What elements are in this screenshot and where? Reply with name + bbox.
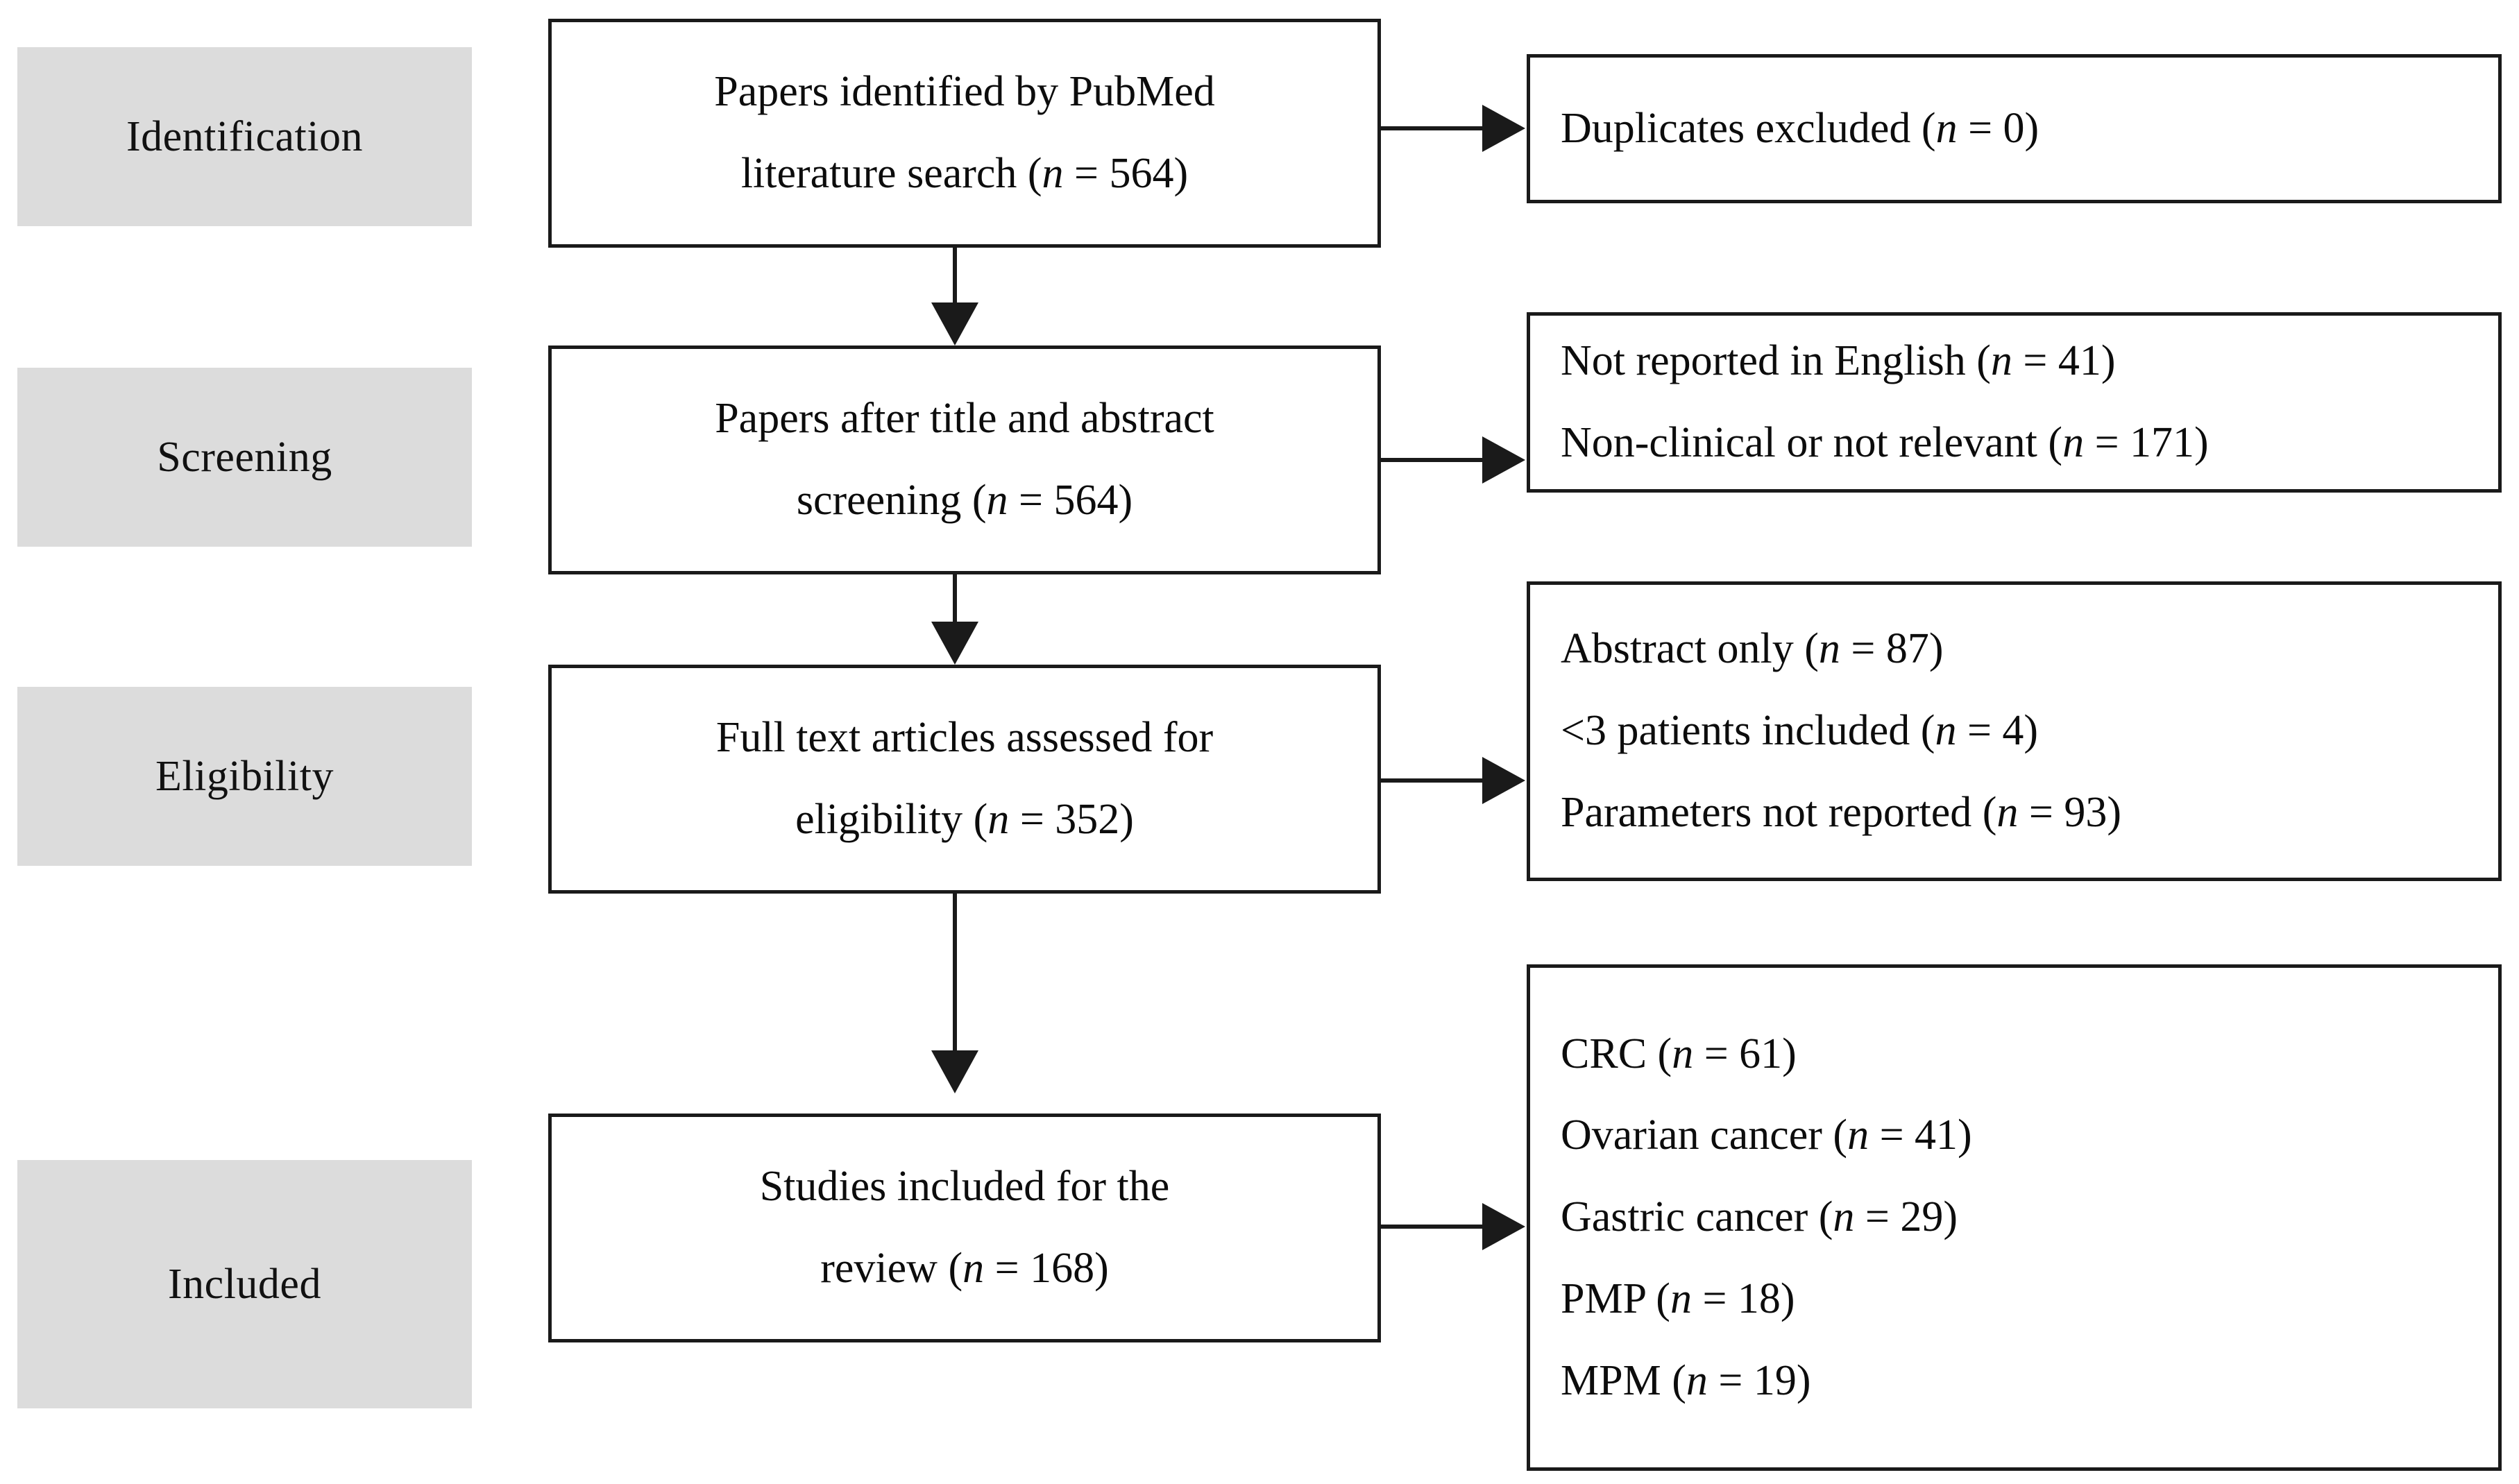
flow-box-line: screening (n = 564): [796, 477, 1133, 524]
flow-box-duplicates-excluded: Duplicates excluded (n = 0): [1527, 54, 2502, 203]
breakdown-line: PMP (n = 18): [1561, 1274, 1795, 1322]
exclusion-line: Not reported in English (n = 41): [1561, 337, 2116, 385]
flow-box-eligibility-exclusions: Abstract only (n = 87) <3 patients inclu…: [1527, 581, 2502, 881]
stage-label-text: Eligibility: [155, 752, 334, 800]
flow-box-line: review (n = 168): [820, 1245, 1109, 1292]
exclusion-line: Abstract only (n = 87): [1561, 625, 1944, 673]
n-symbol: n: [1996, 788, 2019, 836]
flow-box-line: Studies included for the: [759, 1163, 1170, 1211]
stage-label-eligibility: Eligibility: [17, 687, 472, 866]
n-symbol: n: [986, 477, 1008, 524]
stage-label-screening: Screening: [17, 368, 472, 547]
n-symbol: n: [1935, 707, 1957, 755]
arrow-down-identified-to-screening: [931, 302, 978, 346]
n-symbol: n: [1042, 150, 1064, 197]
exclusion-line: Non-clinical or not relevant (n = 171): [1561, 419, 2209, 466]
connector-screening-to-eligibility: [953, 574, 957, 624]
arrow-right-to-duplicates-excluded: [1482, 105, 1525, 152]
n-symbol: n: [962, 1245, 985, 1292]
connector-to-duplicates-excluded: [1381, 126, 1484, 130]
flow-box-line: Papers after title and abstract: [715, 395, 1214, 443]
flow-box-line: Papers identified by PubMed: [714, 68, 1215, 116]
breakdown-line: Ovarian cancer (n = 41): [1561, 1111, 1972, 1159]
arrow-right-to-screening-exclusions: [1482, 436, 1525, 484]
arrow-right-to-eligibility-exclusions: [1482, 757, 1525, 804]
n-symbol: n: [1990, 337, 2012, 385]
flow-box-line: Full text articles assessed for: [715, 714, 1214, 762]
connector-to-screening-exclusions: [1381, 458, 1484, 462]
stage-label-included: Included: [17, 1160, 472, 1408]
n-symbol: n: [987, 796, 1010, 843]
exclusion-line: Duplicates excluded (n = 0): [1561, 104, 2039, 152]
n-symbol: n: [1686, 1356, 1708, 1404]
breakdown-line: MPM (n = 19): [1561, 1356, 1811, 1404]
flow-box-after-screening: Papers after title and abstract screenin…: [548, 346, 1381, 574]
stage-label-text: Identification: [126, 112, 363, 160]
breakdown-line: CRC (n = 61): [1561, 1030, 1797, 1077]
flow-box-line: literature search (n = 564): [740, 150, 1189, 197]
arrow-right-to-included-breakdown: [1482, 1203, 1525, 1250]
flow-box-line: eligibility (n = 352): [795, 796, 1134, 843]
flow-box-full-text-assessed: Full text articles assessed for eligibil…: [548, 665, 1381, 894]
flow-box-screening-exclusions: Not reported in English (n = 41) Non-cli…: [1527, 312, 2502, 493]
exclusion-line: Parameters not reported (n = 93): [1561, 788, 2121, 836]
stage-label-text: Screening: [157, 433, 332, 481]
connector-to-included-breakdown: [1381, 1225, 1484, 1229]
flow-box-included-breakdown: CRC (n = 61) Ovarian cancer (n = 41) Gas…: [1527, 964, 2502, 1471]
n-symbol: n: [1847, 1111, 1869, 1159]
n-symbol: n: [2062, 419, 2085, 466]
connector-identified-to-screening: [953, 248, 957, 305]
n-symbol: n: [1672, 1030, 1694, 1077]
n-symbol: n: [1935, 104, 1958, 152]
connector-to-eligibility-exclusions: [1381, 778, 1484, 783]
arrow-down-screening-to-eligibility: [931, 622, 978, 665]
exclusion-line: <3 patients included (n = 4): [1561, 707, 2039, 755]
breakdown-line: Gastric cancer (n = 29): [1561, 1193, 1958, 1241]
n-symbol: n: [1670, 1274, 1692, 1322]
n-symbol: n: [1818, 625, 1840, 673]
flow-box-studies-included: Studies included for the review (n = 168…: [548, 1114, 1381, 1342]
arrow-down-eligibility-to-included: [931, 1050, 978, 1093]
n-symbol: n: [1833, 1193, 1855, 1241]
stage-label-identification: Identification: [17, 47, 472, 226]
flow-box-identified: Papers identified by PubMed literature s…: [548, 19, 1381, 248]
connector-eligibility-to-included: [953, 894, 957, 1053]
stage-label-text: Included: [168, 1260, 321, 1308]
